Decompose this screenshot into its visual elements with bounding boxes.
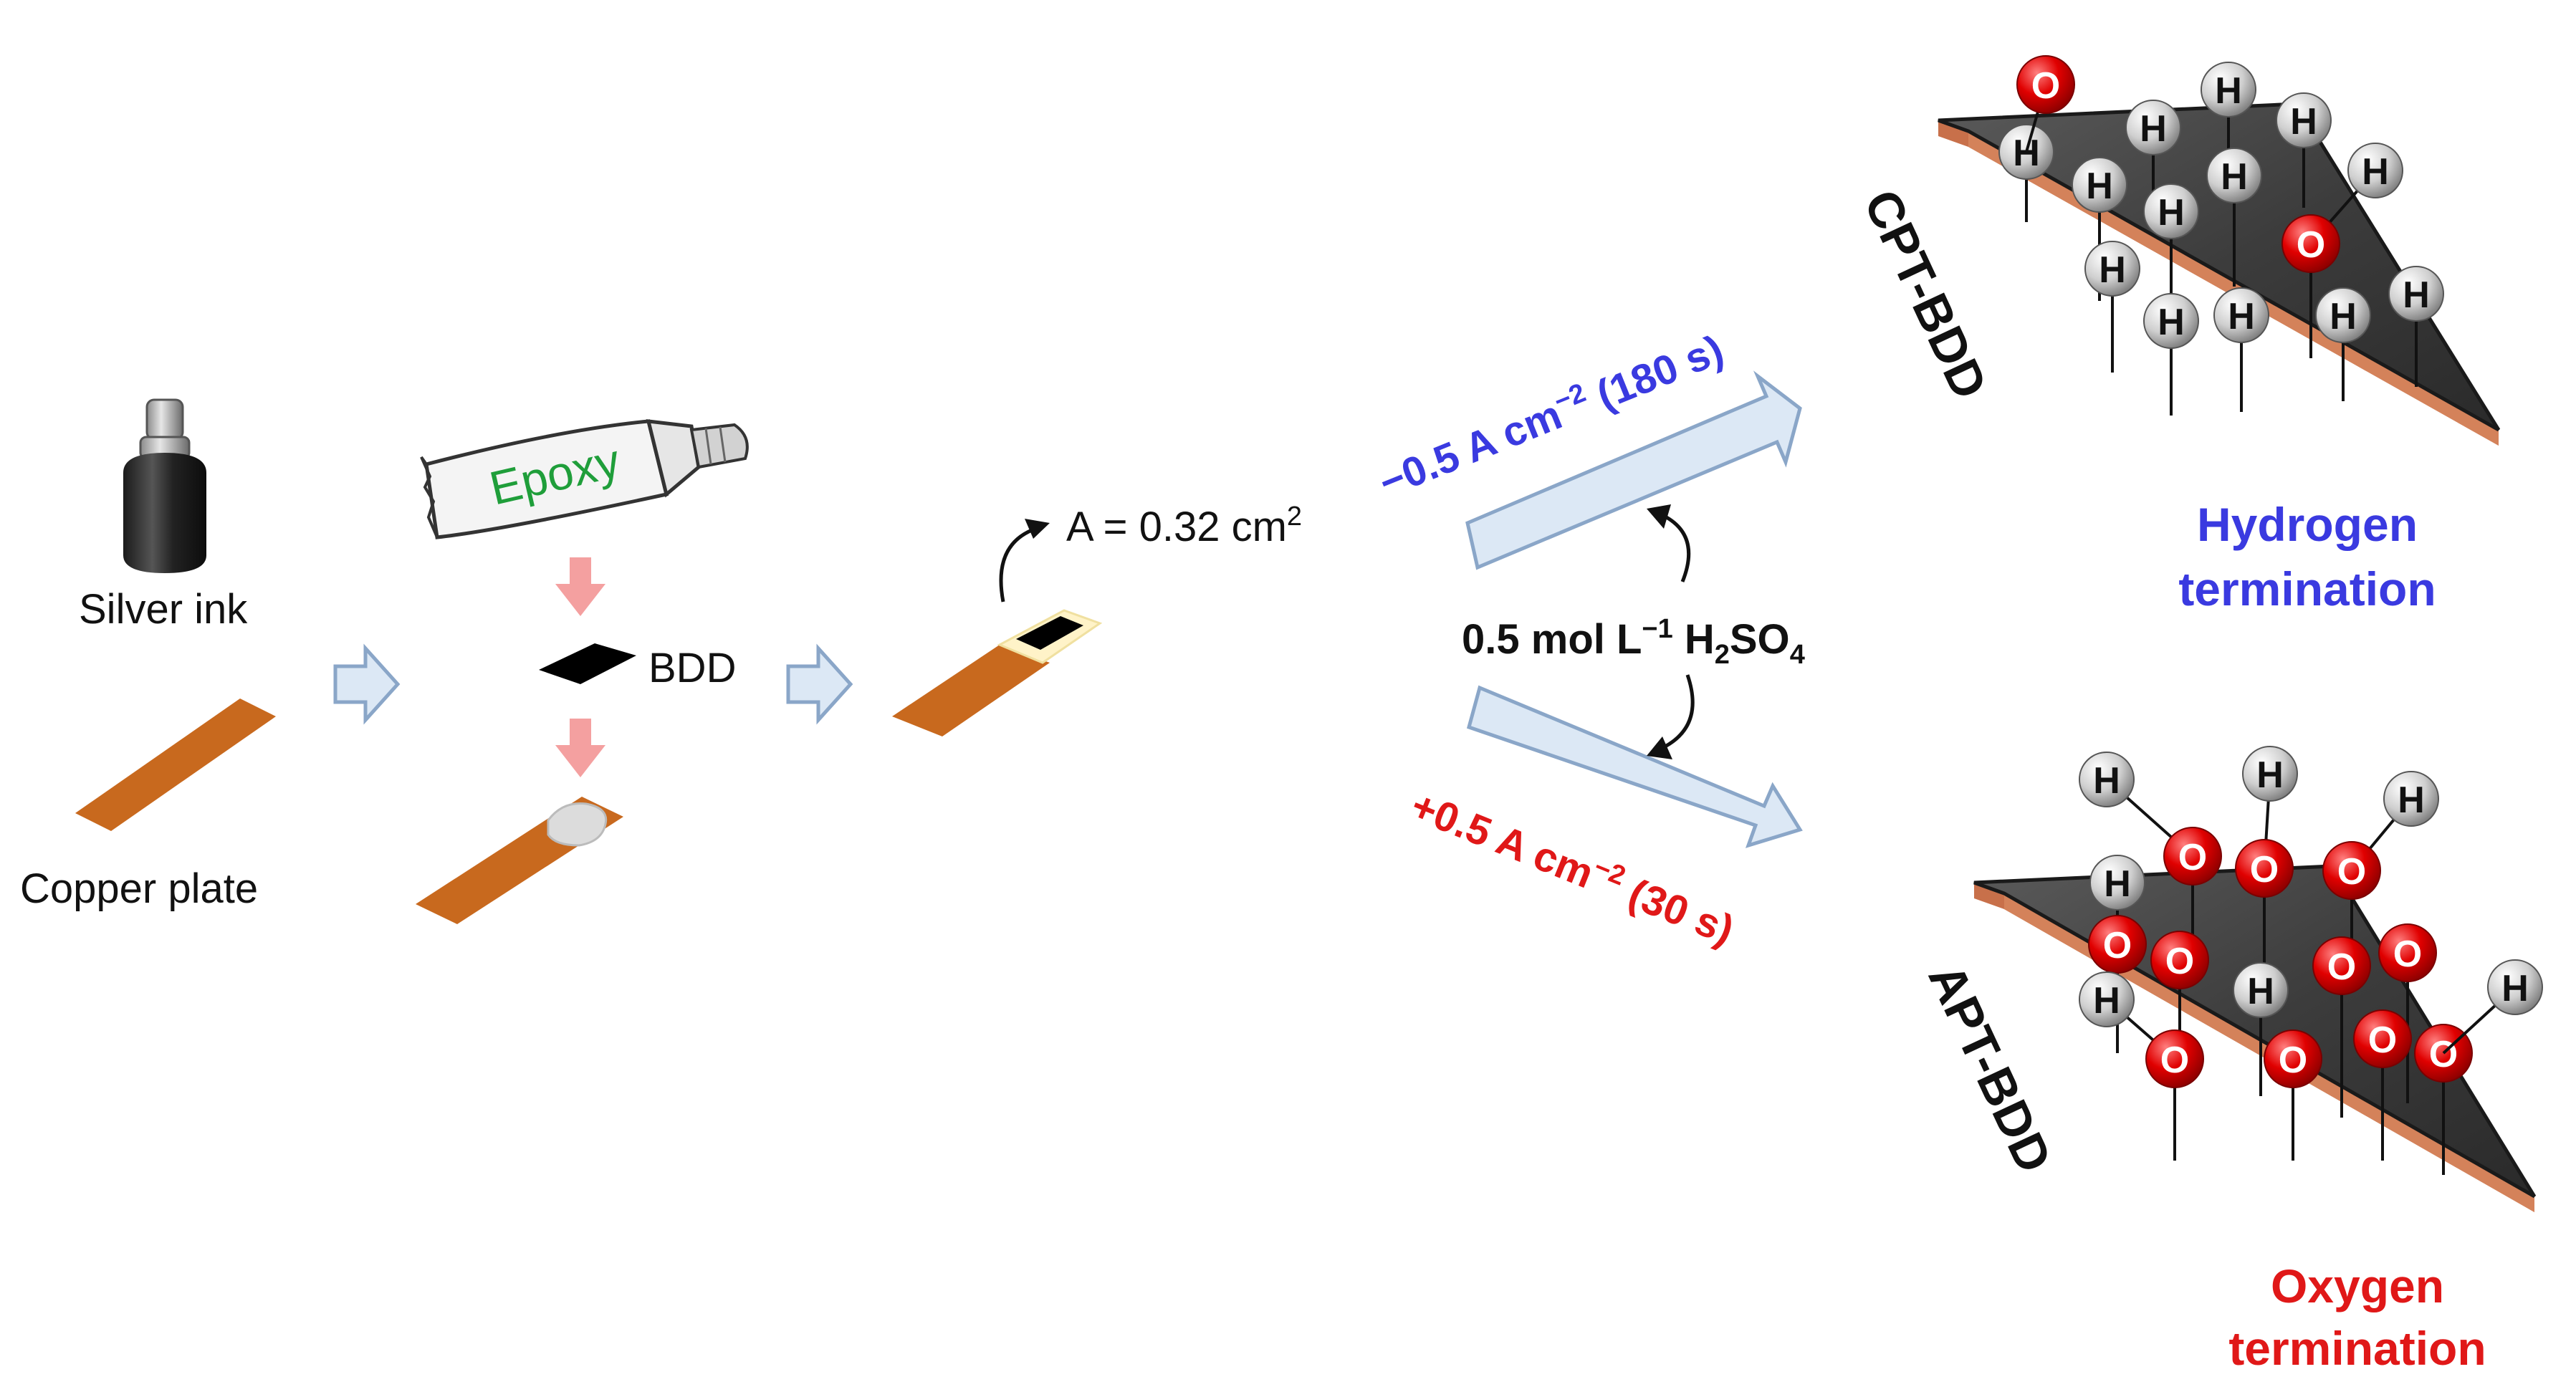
oxygen-atom-icon: O: [2145, 1029, 2204, 1161]
svg-text:H: H: [2398, 779, 2425, 821]
svg-text:O: O: [2031, 65, 2060, 107]
svg-text:H: H: [2158, 192, 2185, 234]
bdd-chip-icon: [539, 643, 636, 684]
oxygen-atom-icon: O: [2016, 55, 2075, 153]
area-label: A = 0.32 cm2: [1066, 501, 1302, 550]
hydrogen-atom-icon: H: [2206, 148, 2262, 287]
bdd-window-icon: [1016, 616, 1083, 650]
anodic-treatment-arrow: [1466, 685, 1803, 848]
silver-ink-bottle-icon: [123, 398, 206, 573]
hydrogen-atom-icon: H: [2072, 157, 2127, 301]
oxygen-atom-icon: O: [2281, 214, 2340, 358]
epoxy-tube-icon: [420, 419, 749, 539]
hydrogen-label-line2: termination: [2178, 562, 2436, 615]
svg-text:O: O: [2279, 1040, 2307, 1081]
hydrogen-atom-icon: H: [2143, 293, 2199, 416]
svg-text:O: O: [2178, 837, 2207, 878]
cpt-bdd-label: CPT-BDD: [1853, 181, 1998, 407]
svg-text:H: H: [2221, 156, 2248, 198]
hydrogen-atom-icon: H: [2233, 962, 2289, 1096]
hydrogen-atom-icon: H: [2442, 959, 2543, 1055]
area-pointer-arrowhead: [1025, 519, 1050, 539]
svg-text:H: H: [2086, 165, 2113, 207]
svg-text:O: O: [2160, 1040, 2189, 1081]
svg-text:H: H: [2140, 108, 2167, 150]
hydrogen-atom-icon: H: [2276, 92, 2332, 208]
oxygen-atom-icon: O: [2150, 931, 2209, 1075]
silver-ink-label: Silver ink: [79, 586, 248, 633]
svg-text:O: O: [2337, 851, 2366, 893]
svg-text:H: H: [2104, 863, 2131, 905]
hydrogen-atom-icon: H: [2079, 752, 2194, 858]
copper-plate-label: Copper plate: [20, 865, 258, 912]
svg-text:H: H: [2290, 101, 2317, 143]
bdd-label: BDD: [648, 645, 736, 691]
area-pointer-arrow: [999, 527, 1036, 603]
svg-text:H: H: [2247, 971, 2274, 1012]
electrolyte-arrow-up: [1660, 512, 1691, 582]
hydrogen-atom-icon: H: [2315, 287, 2371, 401]
anodic-condition-label: +0.5 A cm−2 (30 s): [1404, 780, 1741, 954]
svg-text:H: H: [2099, 249, 2126, 291]
process-arrow-1: [333, 643, 401, 725]
hydrogen-atom-icon: H: [2079, 971, 2176, 1060]
pink-arrow-down-2: [555, 719, 605, 777]
electrolyte-arrowhead-up: [1647, 504, 1671, 529]
svg-text:O: O: [2297, 224, 2325, 266]
svg-text:H: H: [2501, 968, 2529, 1009]
svg-text:H: H: [2158, 302, 2185, 343]
svg-text:H: H: [2256, 754, 2284, 796]
svg-text:H: H: [2403, 274, 2430, 316]
svg-text:H: H: [2228, 296, 2255, 337]
svg-text:O: O: [2165, 941, 2194, 982]
pink-arrow-down-1: [555, 557, 605, 616]
svg-text:H: H: [2093, 980, 2120, 1022]
svg-text:H: H: [2362, 151, 2389, 193]
hydrogen-atom-icon: H: [2201, 62, 2256, 201]
electrolyte-arrowhead-down: [1647, 736, 1672, 759]
svg-text:H: H: [2215, 70, 2242, 112]
oxygen-atom-icon: O: [2378, 923, 2437, 1103]
svg-text:H: H: [2013, 133, 2040, 174]
svg-text:O: O: [2250, 849, 2279, 891]
hydrogen-atom-icon: H: [2309, 143, 2403, 245]
apt-bdd-label: APT-BDD: [1917, 955, 2062, 1181]
svg-text:H: H: [2093, 760, 2120, 802]
hydrogen-atom-icon: H: [2388, 266, 2444, 387]
cathodic-treatment-arrow: [1465, 370, 1802, 570]
oxygen-label-line2: termination: [2228, 1322, 2486, 1375]
copper-plate-icon: [75, 699, 276, 831]
hydrogen-atom-icon: H: [2213, 287, 2269, 412]
svg-text:H: H: [2330, 296, 2357, 337]
svg-text:O: O: [2368, 1019, 2397, 1061]
oxygen-atom-icon: O: [2264, 1029, 2322, 1161]
oxygen-atom-icon: O: [2353, 1009, 2412, 1161]
svg-text:O: O: [2393, 933, 2422, 975]
hydrogen-label-line1: Hydrogen: [2197, 498, 2418, 551]
oxygen-atom-icon: O: [2312, 936, 2371, 1118]
svg-text:O: O: [2327, 946, 2356, 988]
hydrogen-atom-icon: H: [2084, 241, 2140, 373]
electrolyte-label: 0.5 mol L−1 H2SO4: [1462, 614, 1805, 670]
oxygen-label-line1: Oxygen: [2271, 1259, 2444, 1312]
electrolyte-arrow-down: [1660, 674, 1695, 751]
process-arrow-2: [786, 643, 853, 725]
svg-text:O: O: [2103, 925, 2132, 966]
silver-ink-spot-icon: [547, 802, 608, 847]
oxygen-atom-icon: O: [2163, 827, 2222, 960]
assembled-electrode-icon: [892, 645, 1050, 736]
svg-text:O: O: [2429, 1034, 2458, 1075]
